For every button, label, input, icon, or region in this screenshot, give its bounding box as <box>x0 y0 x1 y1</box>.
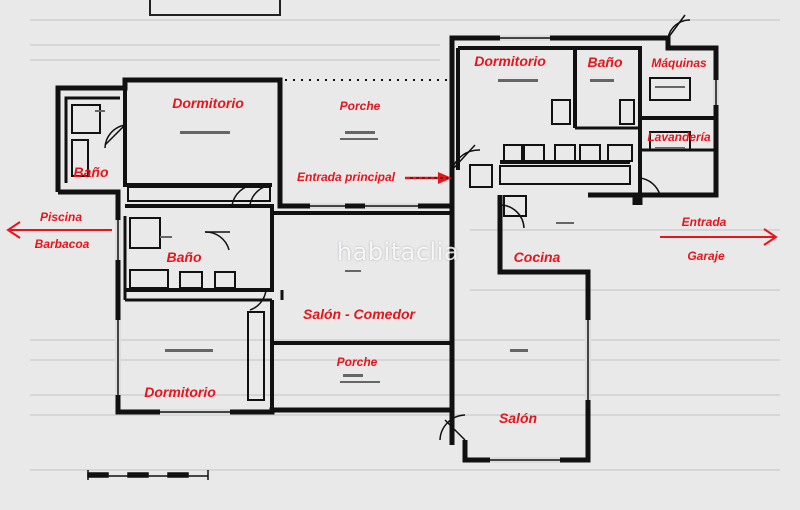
entrada-principal-arrow <box>405 172 452 184</box>
label-dormitorio-top-right: Dormitorio <box>474 53 546 69</box>
label-lavanderia: Lavandería <box>647 130 711 144</box>
label-bano-top-right: Baño <box>587 54 623 70</box>
label-garaje: Garaje <box>687 249 725 263</box>
windows <box>115 35 719 463</box>
label-entrada: Entrada <box>681 215 727 229</box>
label-dormitorio-top-left: Dormitorio <box>172 95 244 111</box>
scale-bar <box>87 470 209 480</box>
label-salon-comedor: Salón - Comedor <box>302 306 416 322</box>
label-barbacoa: Barbacoa <box>34 237 90 251</box>
arrow-left-icon <box>6 221 112 239</box>
plan-annotations <box>95 79 685 383</box>
label-dormitorio-bottom-left: Dormitorio <box>144 384 216 400</box>
label-piscina: Piscina <box>39 210 83 224</box>
label-porche-bottom: Porche <box>336 355 378 369</box>
label-maquinas: Máquinas <box>651 56 707 70</box>
top-partial-box <box>149 0 281 16</box>
watermark-logo: habitaclia <box>336 238 460 266</box>
label-bano-left: Baño <box>73 164 109 180</box>
label-cocina: Cocina <box>513 249 561 265</box>
label-salon: Salón <box>498 410 538 426</box>
arrow-right-icon <box>660 228 778 246</box>
label-bano-center: Baño <box>166 249 202 265</box>
door-swings <box>104 14 691 441</box>
label-entrada-principal: Entrada principal <box>296 170 396 184</box>
background-text-lines <box>30 19 780 471</box>
label-porche-top: Porche <box>339 99 381 113</box>
